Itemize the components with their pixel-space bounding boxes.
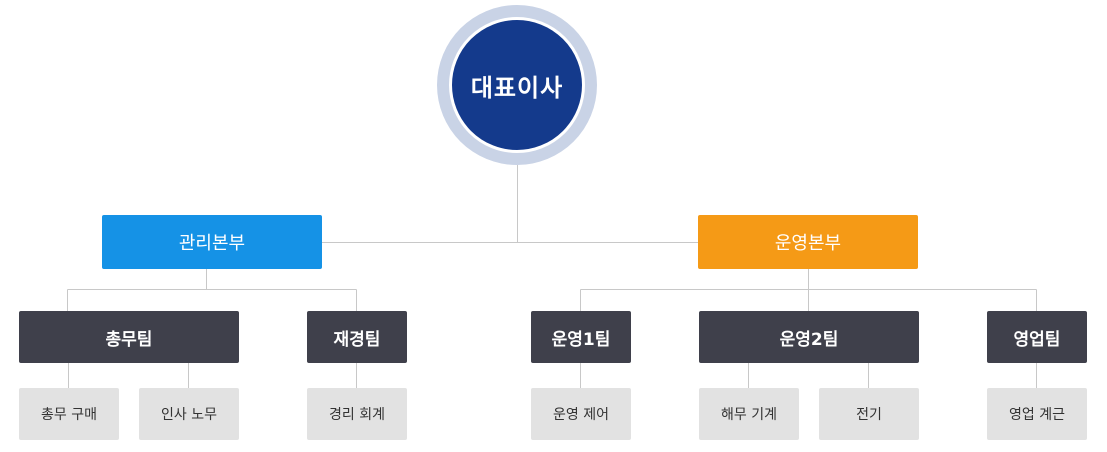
function-hr-labor: 인사 노무 (139, 388, 239, 440)
team-label: 운영2팀 (779, 329, 839, 350)
team-sales: 영업팀 (987, 311, 1087, 363)
ceo-label: 대표이사 (470, 73, 564, 102)
team-label: 영업팀 (1013, 329, 1061, 350)
division-operations-label: 운영본부 (774, 233, 842, 254)
team-label: 운영1팀 (551, 329, 611, 350)
function-accounting: 경리 회계 (307, 388, 407, 440)
ceo-node: 대표이사 (449, 17, 585, 153)
team-operations-1: 운영1팀 (531, 311, 631, 363)
function-label: 경리 회계 (329, 407, 385, 423)
division-management: 관리본부 (102, 215, 322, 269)
team-label: 재경팀 (333, 329, 381, 350)
function-operations-control: 운영 제어 (531, 388, 631, 440)
function-label: 총무 구매 (41, 407, 97, 423)
function-label: 영업 계근 (1009, 407, 1065, 423)
function-label: 운영 제어 (553, 407, 609, 423)
division-management-label: 관리본부 (178, 233, 246, 254)
division-operations: 운영본부 (698, 215, 918, 269)
function-general-purchasing: 총무 구매 (19, 388, 119, 440)
team-operations-2: 운영2팀 (699, 311, 919, 363)
function-label: 해무 기계 (721, 407, 777, 423)
function-electrical: 전기 (819, 388, 919, 440)
team-finance: 재경팀 (307, 311, 407, 363)
function-marine-machinery: 해무 기계 (699, 388, 799, 440)
function-label: 인사 노무 (161, 407, 217, 423)
team-general-affairs: 총무팀 (19, 311, 239, 363)
function-label: 전기 (856, 407, 882, 423)
function-sales-weighing: 영업 계근 (987, 388, 1087, 440)
team-label: 총무팀 (105, 329, 153, 350)
